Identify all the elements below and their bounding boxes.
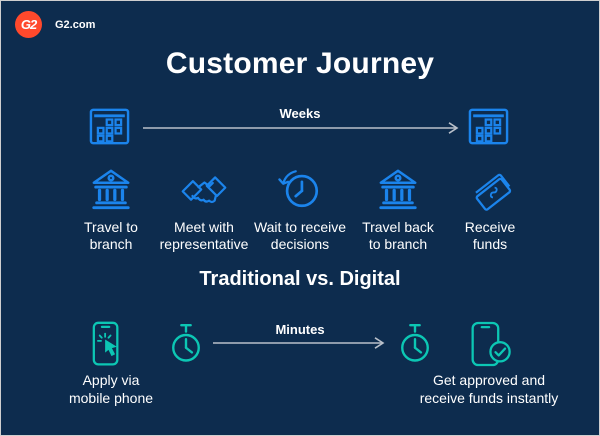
- calendar-icon: [468, 107, 509, 146]
- step-label: Receive funds: [464, 219, 516, 252]
- weeks-arrow-icon: [143, 121, 463, 135]
- clock-history-icon: [278, 164, 322, 214]
- step-meet-representative: Meet with representative: [144, 164, 264, 253]
- step-label: Travel back to branch: [362, 219, 434, 252]
- handshake-icon: [179, 164, 229, 214]
- site-label: G2.com: [55, 18, 96, 31]
- step-label: Travel to branch: [84, 219, 138, 252]
- step-wait-decisions: Wait to receive decisions: [240, 164, 360, 253]
- minutes-arrow-icon: [213, 336, 389, 350]
- calendar-icon: [89, 107, 130, 146]
- step-label: Wait to receive decisions: [253, 219, 347, 252]
- step-travel-back: Travel back to branch: [338, 164, 458, 253]
- digital-end-label: Get approved and receive funds instantly: [419, 372, 559, 406]
- stopwatch-icon: [398, 323, 432, 364]
- weeks-duration-label: Weeks: [279, 106, 321, 121]
- stopwatch-icon: [169, 323, 203, 364]
- phone-check-icon: [469, 321, 511, 367]
- digital-start-label: Apply via mobile phone: [68, 372, 154, 406]
- g2-logo-text: G2: [20, 17, 37, 32]
- bank-icon: [375, 164, 421, 214]
- phone-tap-icon: [91, 321, 131, 368]
- bank-icon: [88, 164, 134, 214]
- step-travel-to-branch: Travel to branch: [51, 164, 171, 253]
- minutes-duration-label: Minutes: [275, 322, 325, 337]
- g2-logo: G2 G2.com: [15, 11, 95, 38]
- g2-logo-icon: G2: [15, 11, 42, 38]
- step-label: Meet with representative: [159, 219, 249, 252]
- divider-heading: Traditional vs. Digital: [199, 268, 401, 290]
- banknote-icon: [467, 164, 513, 214]
- step-receive-funds: Receive funds: [430, 164, 550, 253]
- page-title: Customer Journey: [165, 47, 435, 80]
